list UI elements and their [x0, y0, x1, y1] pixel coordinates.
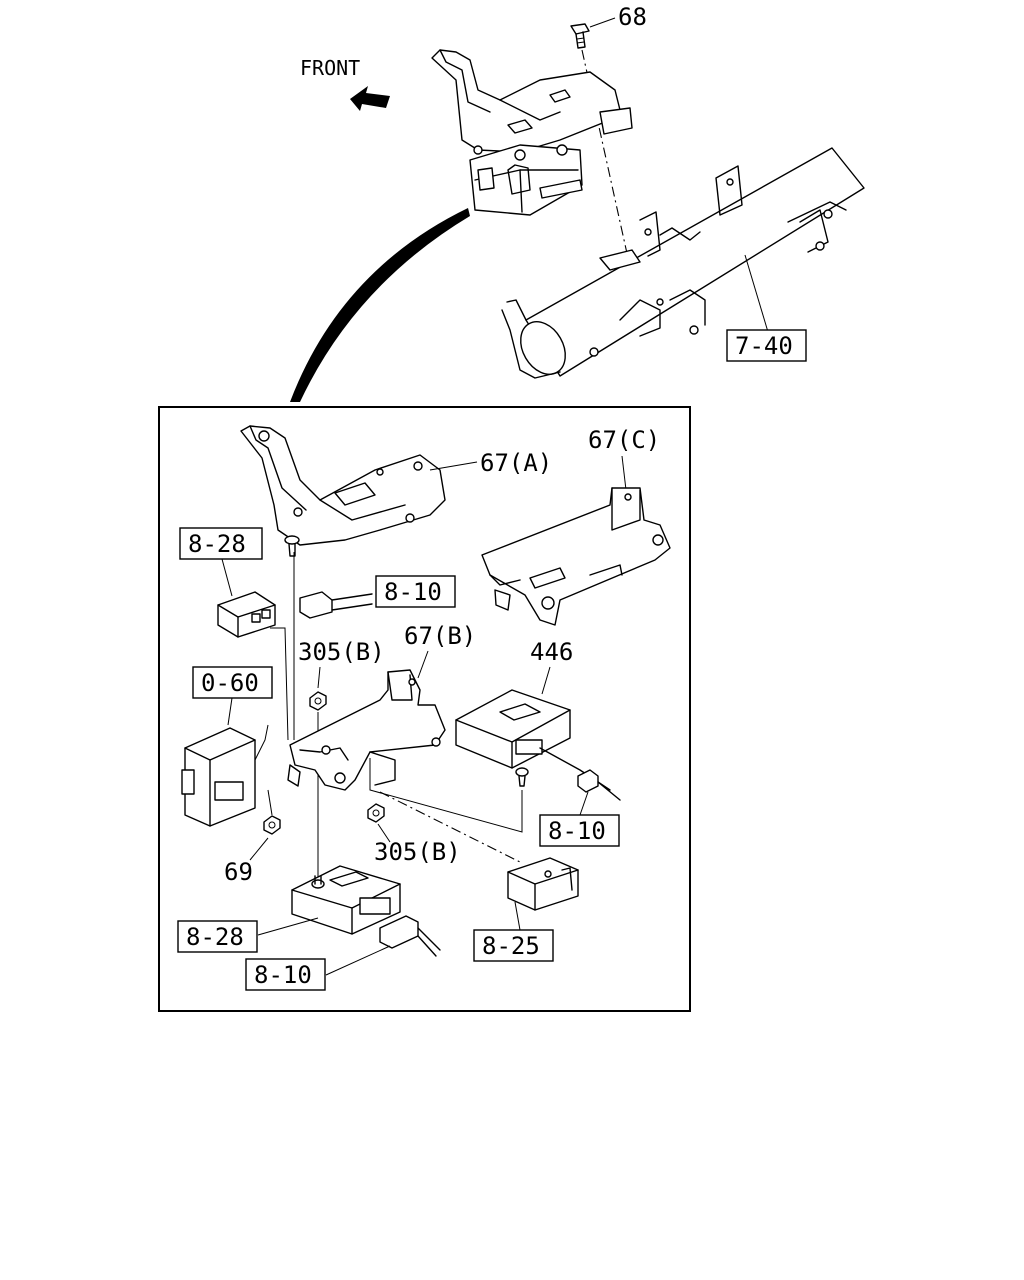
- harness-wire-c: [369, 758, 523, 833]
- bracket-67b: [287, 669, 446, 791]
- front-label: FRONT: [300, 56, 360, 80]
- leader-0-60: [227, 697, 233, 726]
- nut-69-axis: [267, 789, 273, 816]
- nut-69-icon: [263, 815, 281, 835]
- harness-wire-a: [270, 627, 289, 741]
- module-8-25: [507, 857, 579, 911]
- module-8-28-bottom: [291, 865, 401, 935]
- ref-7-40-label: 7-40: [735, 332, 793, 360]
- part-67b-label: 67(B): [404, 622, 476, 650]
- leader-67b: [417, 650, 429, 679]
- callout-arrow: [290, 208, 470, 402]
- connector-8-28-top: [217, 591, 276, 638]
- nut-305b-bottom-icon: [367, 803, 385, 823]
- mount-axis-8-25: [379, 791, 521, 863]
- ref-box-8-28-bottom: [177, 920, 258, 953]
- bracket-67a: [240, 425, 446, 546]
- ref-8-28-bottom-label: 8-28: [186, 923, 244, 951]
- leader-305b-bottom: [377, 823, 391, 843]
- control-unit-446: [455, 689, 611, 791]
- ref-8-10-right-label: 8-10: [548, 817, 606, 845]
- ref-box-7-40: [726, 329, 807, 362]
- leader-8-25: [514, 901, 521, 931]
- part-68-label: 68: [618, 3, 647, 31]
- connector-8-10-top: [299, 591, 373, 619]
- cross-car-beam: [501, 147, 865, 379]
- ref-box-0-60: [192, 666, 273, 699]
- connector-8-10-right: [577, 769, 621, 801]
- ref-box-8-25: [473, 929, 554, 962]
- ref-8-25-label: 8-25: [482, 932, 540, 960]
- leader-446: [541, 666, 551, 695]
- leader-8-10-right: [579, 791, 589, 816]
- nut-305b-top-icon: [309, 691, 327, 711]
- bracket-67c: [481, 487, 671, 626]
- ref-box-8-10-top: [375, 575, 456, 608]
- ref-8-10-top-label: 8-10: [384, 578, 442, 606]
- detail-frame: [158, 406, 691, 1012]
- part-305b-bottom-label: 305(B): [374, 838, 461, 866]
- ref-box-8-10-bottom: [245, 958, 326, 991]
- leader-8-28-top: [221, 558, 233, 597]
- part-305b-top-label: 305(B): [298, 638, 385, 666]
- part-69-label: 69: [224, 858, 253, 886]
- front-arrow-icon: [350, 86, 390, 111]
- ref-8-28-top-label: 8-28: [188, 530, 246, 558]
- leader-305b-top: [317, 666, 321, 689]
- part-67a-label: 67(A): [480, 449, 552, 477]
- leader-8-28-bottom: [257, 917, 319, 936]
- top-bracket-assembly: [431, 49, 633, 216]
- bolt-68-icon: [570, 23, 590, 49]
- leader-68: [589, 17, 616, 28]
- leader-7-40: [744, 254, 769, 333]
- leader-8-10-bottom: [325, 945, 391, 976]
- leader-67a: [429, 461, 478, 471]
- ref-0-60-label: 0-60: [201, 669, 259, 697]
- screw-icon: [284, 535, 300, 557]
- leader-67c: [621, 455, 627, 491]
- leader-69: [249, 837, 269, 861]
- ref-8-10-bottom-label: 8-10: [254, 961, 312, 989]
- connector-8-10-bottom: [379, 915, 441, 957]
- ref-box-8-10-right: [539, 814, 620, 847]
- ref-box-8-28-top: [179, 527, 263, 560]
- part-67c-label: 67(C): [588, 426, 660, 454]
- part-446-label: 446: [530, 638, 573, 666]
- module-0-60: [181, 724, 269, 827]
